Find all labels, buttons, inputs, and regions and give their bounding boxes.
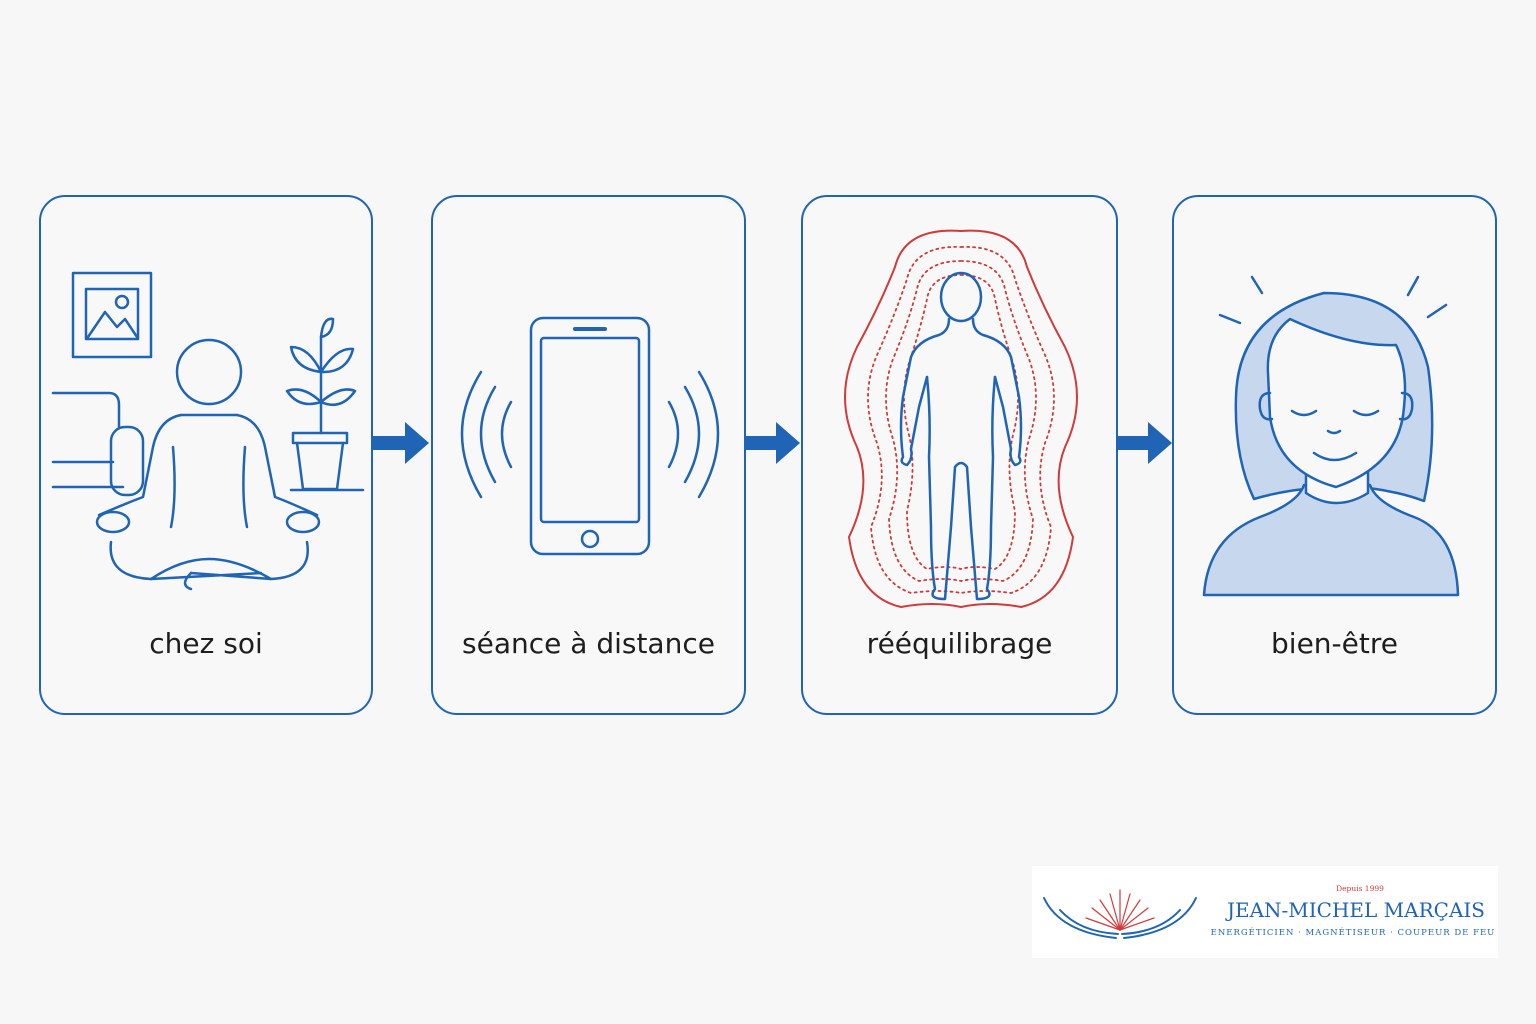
step-card-seance-a-distance: séance à distance: [431, 195, 746, 715]
step-label: bien-être: [1271, 627, 1398, 660]
body-energy-aura-icon: [844, 229, 1078, 608]
step-label: chez soi: [149, 627, 263, 660]
step-card-chez-soi: chez soi: [39, 195, 373, 715]
lotus-hands-logo-icon: [1043, 889, 1197, 939]
step-label: rééquilibrage: [866, 627, 1053, 660]
arrow-right-icon: [746, 422, 800, 464]
step-label: séance à distance: [462, 627, 715, 660]
brand-logo: Depuis 1999 JEAN-MICHEL MARÇAIS ENERGÉTI…: [1032, 866, 1498, 958]
step-card-reequilibrage: rééquilibrage: [801, 195, 1118, 715]
logo-subtitle: ENERGÉTICIEN · MAGNÉTISEUR · COUPEUR DE …: [1210, 928, 1496, 938]
serene-woman-face-icon: [1202, 275, 1460, 597]
arrow-right-icon: [1118, 422, 1172, 464]
person-meditating-at-home-icon: [51, 271, 365, 591]
logo-tagline: Depuis 1999: [1336, 884, 1384, 893]
logo-name: JEAN-MICHEL MARÇAIS: [1226, 898, 1485, 922]
step-card-bien-etre: bien-être: [1172, 195, 1497, 715]
arrow-right-icon: [373, 422, 429, 464]
smartphone-vibrating-icon: [460, 316, 720, 556]
